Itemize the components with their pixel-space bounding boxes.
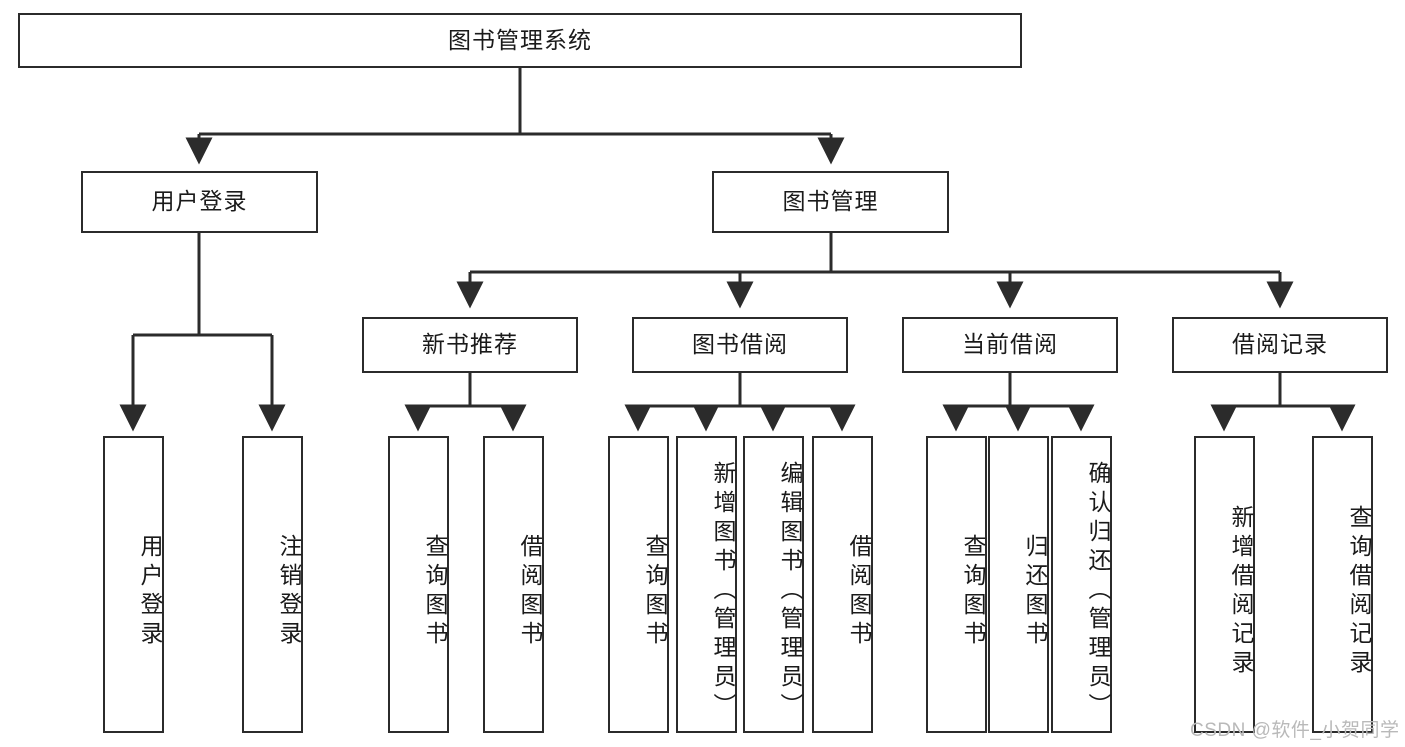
node-current-borrow[interactable]: 当前借阅: [902, 317, 1118, 373]
node-label: 借阅图书: [517, 533, 543, 650]
node-label: 图书管理: [782, 188, 879, 215]
leaf-record-query-record[interactable]: 查询借阅记录: [1312, 436, 1373, 733]
leaf-user-login[interactable]: 用户登录: [103, 436, 164, 733]
leaf-user-logout[interactable]: 注销登录: [242, 436, 303, 733]
leaf-current-query-book[interactable]: 查询图书: [926, 436, 987, 733]
leaf-current-confirm-return-admin[interactable]: 确认归还（管理员）: [1051, 436, 1112, 733]
node-label: 用户登录: [151, 188, 248, 215]
node-label: 查询借阅记录: [1346, 504, 1372, 679]
node-borrow-record[interactable]: 借阅记录: [1172, 317, 1388, 373]
leaf-current-return-book[interactable]: 归还图书: [988, 436, 1049, 733]
node-label: 确认归还（管理员）: [1085, 461, 1111, 722]
node-label: 注销登录: [276, 533, 302, 650]
node-label: 归还图书: [1022, 533, 1048, 650]
node-label: 查询图书: [422, 533, 448, 650]
node-book-borrow[interactable]: 图书借阅: [632, 317, 848, 373]
node-book-management[interactable]: 图书管理: [712, 171, 949, 233]
node-label: 用户登录: [137, 533, 163, 650]
node-root-system[interactable]: 图书管理系统: [18, 13, 1022, 68]
leaf-record-add-record[interactable]: 新增借阅记录: [1194, 436, 1255, 733]
node-label: 编辑图书（管理员）: [777, 461, 803, 722]
node-label: 借阅图书: [846, 533, 872, 650]
node-label: 新书推荐: [422, 331, 518, 358]
node-label: 新增借阅记录: [1228, 504, 1254, 679]
node-label: 图书管理系统: [448, 26, 592, 53]
leaf-borrow-add-book-admin[interactable]: 新增图书（管理员）: [676, 436, 737, 733]
node-label: 图书借阅: [692, 331, 788, 358]
node-user-login[interactable]: 用户登录: [81, 171, 318, 233]
node-label: 新增图书（管理员）: [710, 461, 736, 722]
leaf-recommend-query-book[interactable]: 查询图书: [388, 436, 449, 733]
node-new-book-recommend[interactable]: 新书推荐: [362, 317, 578, 373]
watermark-csdn: CSDN @软件_小贺同学: [1190, 720, 1400, 741]
leaf-borrow-query-book[interactable]: 查询图书: [608, 436, 669, 733]
leaf-borrow-edit-book-admin[interactable]: 编辑图书（管理员）: [743, 436, 804, 733]
node-label: 当前借阅: [962, 331, 1058, 358]
node-label: 查询图书: [642, 533, 668, 650]
leaf-recommend-borrow-book[interactable]: 借阅图书: [483, 436, 544, 733]
node-label: 借阅记录: [1232, 331, 1328, 358]
leaf-borrow-borrow-book[interactable]: 借阅图书: [812, 436, 873, 733]
node-label: 查询图书: [960, 533, 986, 650]
